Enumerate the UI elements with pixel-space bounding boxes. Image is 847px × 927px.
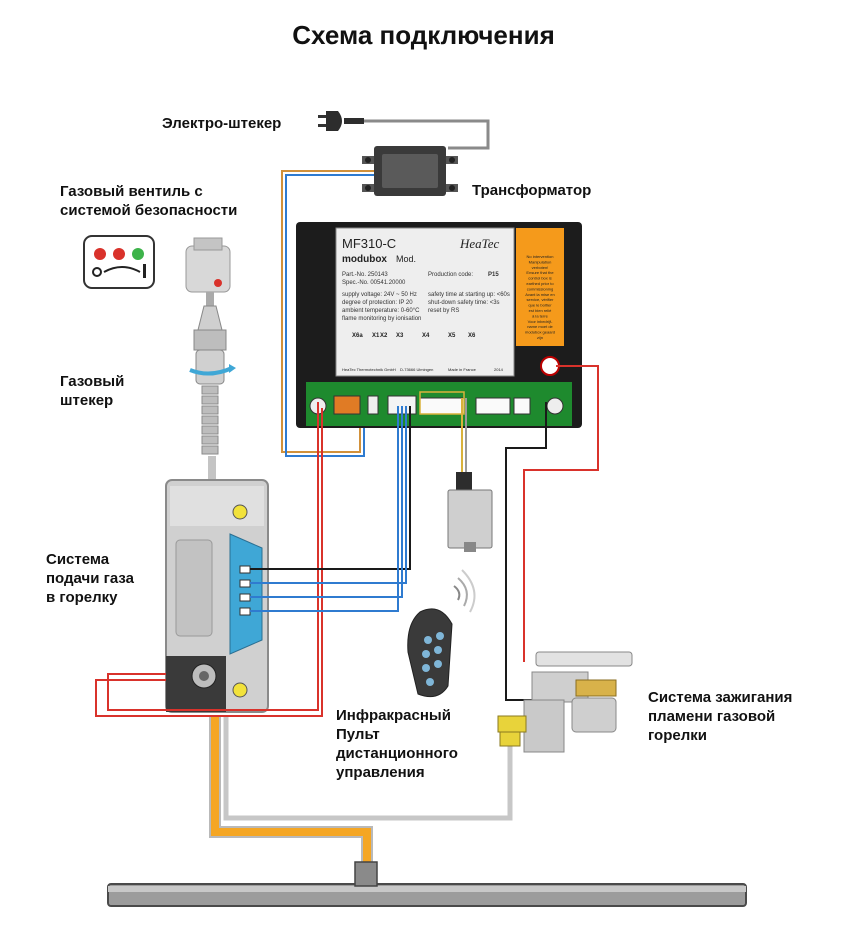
plate-footer-text: HeaTec Thermotechnik GmbH (342, 367, 396, 372)
plate-series-a: modubox (342, 254, 387, 265)
plate-spec-no: Spec.-No. 00541.20000 (342, 280, 406, 286)
gas-plug-icon (189, 305, 236, 482)
terminal-label: X1 (372, 333, 380, 339)
ignition-label: Система зажигания пламени газовой горелк… (648, 688, 792, 745)
ignition-label-line-1: Система зажигания (648, 689, 793, 706)
warning-text: commissioning (527, 286, 553, 291)
ignition-label-line-3: горелки (648, 727, 707, 744)
gas-valve-label-line-1: Газовый вентиль с (60, 183, 203, 200)
gas-supply-label-line-2: подачи газа (46, 570, 134, 587)
plate-model: MF310-C (342, 236, 396, 251)
ignition-label-line-2: пламени газовой (648, 708, 776, 725)
gas-valve-icon (83, 235, 231, 306)
terminal-label: X6a (352, 333, 363, 339)
remote-label-line-4: управления (336, 764, 425, 781)
warning-text: est bien relié (529, 308, 552, 313)
power-plug-icon (318, 111, 490, 150)
gas-supply-label-line-1: Система (46, 551, 110, 568)
page-title: Схема подключения (292, 20, 555, 50)
warning-text: earthed prior to (526, 281, 554, 286)
plate-production-label: Production code: (428, 272, 473, 278)
plate-shutdown: shut-down safety time: <3s (428, 300, 500, 306)
remote-label: Инфракрасный Пульт дистанционного управл… (336, 706, 458, 782)
gas-plug-label: Газовый штекер (60, 372, 124, 410)
warning-text: No intervention (527, 254, 554, 259)
warning-text: à la terre (532, 313, 549, 318)
ignition-system-icon (497, 651, 633, 753)
terminal-label: X5 (448, 333, 456, 339)
warning-text: verboten! (532, 265, 549, 270)
warning-text: Voor inbedrijf- (528, 319, 553, 324)
gas-pipes (209, 715, 513, 868)
transformer-icon (362, 146, 458, 196)
plate-warning: No interventionManipulationverboten!Ensu… (525, 254, 555, 340)
remote-label-line-2: Пульт (336, 726, 380, 743)
transformer-label: Трансформатор (472, 182, 592, 199)
warning-text: name moet de (527, 324, 553, 329)
plate-safety-start: safety time at starting up: <60s (428, 292, 510, 298)
plate-production-code: P15 (488, 272, 499, 278)
plate-series-b: Mod. (396, 254, 416, 264)
plate-footer-text: 2014 (494, 367, 504, 372)
terminal-label: X4 (422, 333, 430, 339)
gas-plug-label-line-1: Газовый (60, 373, 125, 390)
warning-text: Avant la mise en (525, 292, 555, 297)
receiver-icon (447, 398, 493, 552)
controller-plate: MF310-C HeaTec modubox Mod. Part.-No. 25… (342, 236, 555, 372)
warning-text: Manipulation (529, 259, 552, 264)
gas-plug-label-line-2: штекер (60, 392, 114, 409)
plate-protection: degree of protection: IP 20 (342, 300, 413, 306)
plate-footer-text: D-73666 Ulmingen (400, 367, 433, 372)
remote-label-line-3: дистанционного (336, 745, 458, 762)
plate-ambient: ambient temperature: 0-60°C (342, 308, 420, 314)
gas-supply-label-line-3: в горелку (46, 589, 118, 606)
remote-label-line-1: Инфракрасный (336, 707, 451, 724)
remote-control-icon (407, 569, 476, 698)
burner-bar-icon (107, 861, 747, 907)
warning-text: service, vérifier (527, 297, 555, 302)
terminal-label: X3 (396, 333, 404, 339)
plate-footer: HeaTec Thermotechnik GmbH D-73666 Ulminge… (342, 367, 504, 372)
warning-text: Ensure that the (526, 270, 554, 275)
controller-box (296, 222, 582, 428)
gas-valve-label: Газовый вентиль с системой безопасности (60, 182, 237, 220)
plate-part-no: Part.-No. 250143 (342, 272, 388, 278)
gas-supply-label: Система подачи газа в горелку (46, 550, 134, 607)
warning-text: zijn (537, 335, 543, 340)
terminal-label: X2 (380, 333, 388, 339)
gas-supply-unit-icon (165, 479, 269, 713)
plate-flame: flame monitoring by ionisation (342, 316, 421, 322)
plate-supply: supply voltage: 24V ~ 50 Hz (342, 292, 417, 298)
plate-footer-text: Made in France (448, 367, 477, 372)
gas-valve-label-line-2: системой безопасности (60, 202, 238, 219)
plate-brand: HeaTec (459, 236, 499, 251)
warning-text: que le boîtier (528, 303, 552, 308)
plate-reset: reset by RS (428, 308, 459, 314)
power-plug-label: Электро-штекер (162, 115, 282, 132)
terminal-label: X6 (468, 333, 476, 339)
warning-text: modubox geaard (525, 330, 555, 335)
warning-text: control box is (528, 276, 552, 281)
